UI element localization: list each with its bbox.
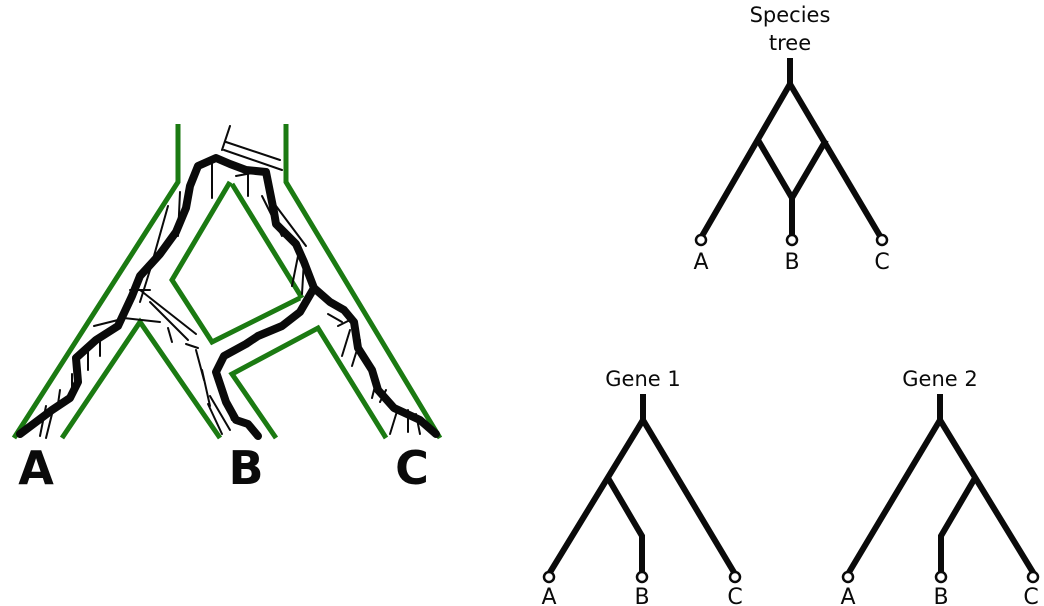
twig-left-6 [93, 319, 119, 327]
species-tree-label-b: B [784, 250, 799, 275]
twig-center-6 [201, 369, 211, 407]
gene-tree-1-title: Gene 1 [605, 367, 680, 391]
gene-tree-2-right-branch [937, 418, 1037, 576]
species-tree: Species tree A B C [693, 3, 889, 275]
gene-tree-2-tip-a [841, 570, 855, 584]
gene-tree-1-tip-c [728, 570, 742, 584]
gene-tree-2-tip-labels: A B C [840, 585, 1038, 606]
species-tree-right-branch [787, 82, 883, 238]
species-tree-title-line1: Species [750, 3, 831, 27]
network-right-outer-edge [283, 124, 443, 440]
gene-lineage-a-path [16, 154, 440, 438]
gene-tree-1-label-c: C [727, 585, 742, 606]
twig-left-3 [139, 269, 151, 303]
network-b-inner-edge [228, 324, 389, 440]
twig-center-4 [185, 343, 199, 349]
species-tree-tip-labels: A B C [693, 250, 889, 275]
gene-tree-2-label-b: B [933, 585, 948, 606]
gene-tree-1: Gene 1 A B C [541, 367, 742, 606]
gene-tree-2-tip-b [934, 570, 948, 584]
twig-right-2 [275, 205, 307, 247]
twig-left-12 [45, 413, 53, 439]
gene-tree-2-label-c: C [1023, 585, 1038, 606]
network-taxon-label-b: B [228, 441, 263, 495]
gene-tree-1-label-b: B [634, 585, 649, 606]
gene-tree-2-title: Gene 2 [902, 367, 977, 391]
network-diagram: A B C [11, 124, 443, 495]
gene-tree-2: Gene 2 A B C [840, 367, 1040, 606]
twig-left-5 [123, 317, 161, 323]
network-left-inner-edge [59, 317, 223, 440]
species-tree-tip-b [785, 233, 799, 247]
gene-tree-1-tips [542, 570, 742, 584]
network-reticulation-left [169, 180, 302, 346]
network-taxon-label-a: A [18, 441, 54, 495]
network-left-outer-edge [11, 124, 181, 440]
gene-tree-1-right-branch [640, 418, 738, 576]
gene-tree-1-left-branch [546, 418, 646, 576]
species-tree-reticulation [755, 138, 829, 204]
gene-tree-2-tip-c [1026, 570, 1040, 584]
species-tree-branches [699, 58, 883, 238]
gene-tree-1-tip-a [542, 570, 556, 584]
twig-center-8 [207, 403, 223, 435]
gene-lineage-twigs [39, 125, 421, 439]
species-tree-title-line2: tree [769, 31, 811, 55]
twig-top-2 [223, 149, 283, 171]
gene-lineage-b-path [212, 284, 318, 440]
gene-tree-2-b-branch [938, 476, 978, 574]
gene-tree-1-label-a: A [541, 585, 556, 606]
species-tree-tip-c [875, 233, 889, 247]
species-tree-label-c: C [874, 250, 889, 275]
network-reticulation-middle [229, 182, 305, 300]
twig-center-1 [139, 289, 197, 335]
gene-tree-2-left-branch [845, 418, 943, 576]
species-network-outline [11, 124, 443, 440]
twig-right-7 [341, 329, 351, 357]
twig-top-1 [221, 125, 231, 151]
gene-tree-1-tip-b [635, 570, 649, 584]
gene-lineage-main [16, 154, 440, 440]
twig-top-3 [225, 141, 281, 161]
network-taxon-label-c: C [395, 441, 429, 495]
gene-tree-1-branches [546, 394, 738, 576]
gene-tree-2-label-a: A [840, 585, 855, 606]
gene-tree-2-branches [845, 394, 1037, 576]
gene-tree-1-tip-labels: A B C [541, 585, 742, 606]
twig-right-5 [327, 313, 343, 323]
network-taxon-labels: A B C [18, 441, 429, 495]
species-tree-tip-a [694, 233, 708, 247]
species-tree-left-branch [699, 82, 793, 238]
twig-center-7 [209, 395, 231, 431]
species-tree-tips [694, 233, 889, 247]
gene-tree-1-b-branch [605, 476, 645, 574]
twig-center-3 [167, 327, 173, 343]
species-tree-label-a: A [693, 250, 708, 275]
gene-tree-2-tips [841, 570, 1040, 584]
twig-center-2 [149, 301, 189, 341]
